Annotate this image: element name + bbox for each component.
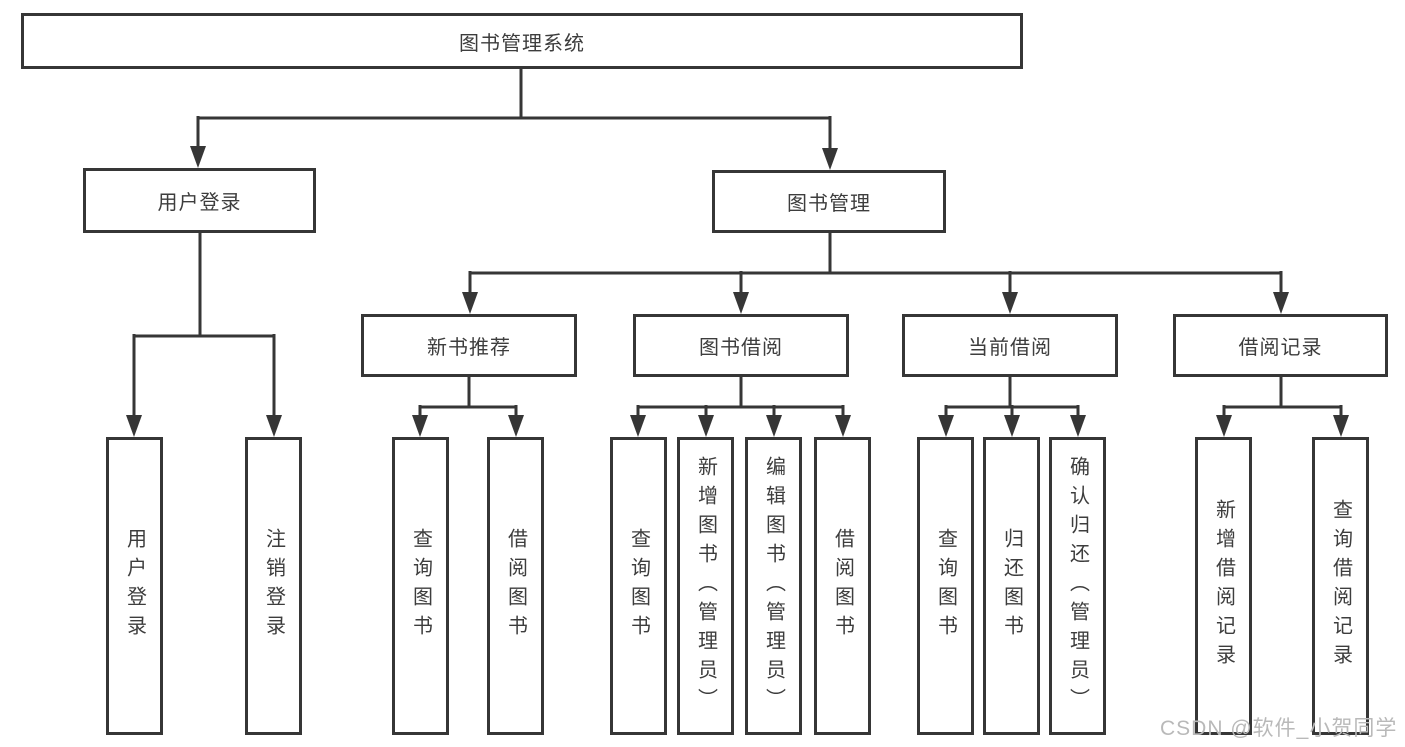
node-label: 借阅记录 — [1238, 337, 1323, 359]
node-label: 当前借阅 — [968, 337, 1052, 359]
leaf-bb-query-book: 查询图书 — [610, 437, 667, 735]
leaf-br-query-record: 查询借阅记录 — [1312, 437, 1369, 735]
leaf-label: 借阅图书 — [504, 528, 527, 644]
leaf-cb-return-book: 归还图书 — [983, 437, 1040, 735]
leaf-cb-confirm-return-admin: 确认归还（管理员） — [1049, 437, 1106, 735]
node-borrow-record: 借阅记录 — [1173, 314, 1388, 377]
leaf-label: 编辑图书（管理员） — [762, 455, 785, 717]
leaf-label: 查询图书 — [934, 528, 957, 644]
leaf-cb-query-book: 查询图书 — [917, 437, 974, 735]
leaf-label: 新增借阅记录 — [1212, 499, 1235, 673]
node-label: 用户登录 — [157, 192, 242, 214]
leaf-bb-borrow-book: 借阅图书 — [814, 437, 871, 735]
node-label: 图书借阅 — [699, 337, 783, 359]
leaf-label: 用户登录 — [123, 528, 146, 644]
leaf-user-login: 用户登录 — [106, 437, 163, 735]
leaf-label: 借阅图书 — [831, 528, 854, 644]
leaf-br-add-record: 新增借阅记录 — [1195, 437, 1252, 735]
leaf-nbr-query-book: 查询图书 — [392, 437, 449, 735]
node-label: 图书管理 — [787, 193, 871, 215]
leaf-label: 新增图书（管理员） — [694, 455, 717, 717]
csdn-watermark: CSDN @软件_小贺同学 — [1160, 717, 1398, 740]
arrowheads — [126, 146, 1349, 437]
leaf-logout: 注销登录 — [245, 437, 302, 735]
node-new-book-recommend: 新书推荐 — [361, 314, 577, 377]
leaf-bb-edit-book-admin: 编辑图书（管理员） — [745, 437, 802, 735]
leaf-bb-add-book-admin: 新增图书（管理员） — [677, 437, 734, 735]
leaf-label: 查询借阅记录 — [1329, 499, 1352, 673]
leaf-nbr-borrow-book: 借阅图书 — [487, 437, 544, 735]
node-current-borrow: 当前借阅 — [902, 314, 1118, 377]
leaf-label: 查询图书 — [627, 528, 650, 644]
leaf-label: 确认归还（管理员） — [1066, 455, 1089, 717]
leaf-label: 查询图书 — [409, 528, 432, 644]
leaf-label: 归还图书 — [1000, 528, 1023, 644]
leaf-label: 注销登录 — [262, 528, 285, 644]
node-book-borrow: 图书借阅 — [633, 314, 849, 377]
node-user-login-group: 用户登录 — [83, 168, 316, 233]
node-label: 新书推荐 — [427, 337, 511, 359]
node-label: 图书管理系统 — [459, 32, 585, 55]
node-book-management-group: 图书管理 — [712, 170, 946, 233]
node-system-root: 图书管理系统 — [21, 13, 1023, 69]
